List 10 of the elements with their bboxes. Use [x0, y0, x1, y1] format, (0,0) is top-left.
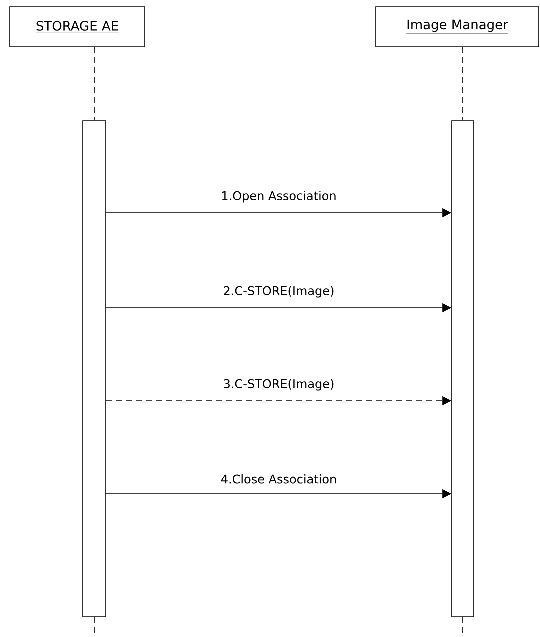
activation-bar	[82, 120, 106, 618]
lifeline-header-box: STORAGE AE	[10, 6, 146, 48]
lifeline-header-box: Image Manager	[376, 6, 540, 48]
message-label: 2.C-STORE(Image)	[224, 286, 334, 298]
message-label: 1.Open Association	[222, 191, 336, 203]
lifeline	[462, 47, 464, 121]
message-label: 3.C-STORE(Image)	[224, 379, 334, 391]
message-label: 4.Close Association	[221, 474, 336, 484]
activation-bar	[452, 120, 474, 618]
lifeline	[94, 47, 95, 121]
